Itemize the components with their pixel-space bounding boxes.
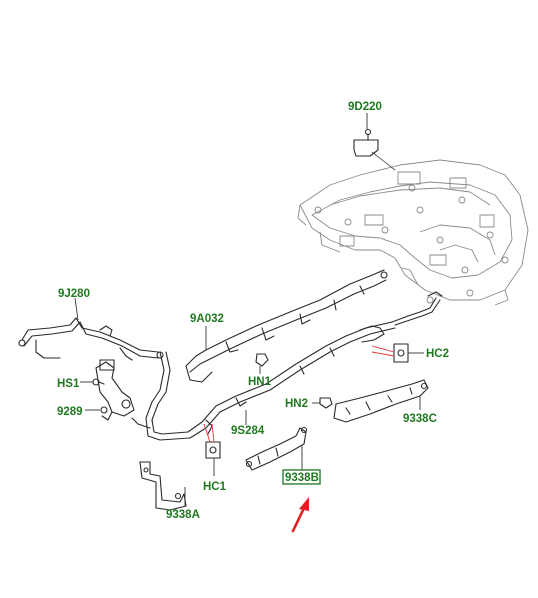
red-guide-line-hc1-b (211, 423, 215, 443)
label-hs1: HS1 (57, 378, 80, 390)
part-hs1-screw (92, 378, 105, 386)
part-hn2-nut (319, 397, 333, 409)
label-9s284: 9S284 (231, 425, 265, 437)
part-9338c-bracket (333, 379, 429, 423)
part-9289-valve (95, 359, 135, 421)
red-guide-line-hc1-a (203, 423, 211, 443)
label-9338a: 9338A (166, 509, 200, 521)
label-hc2: HC2 (426, 348, 449, 360)
label-9338c: 9338C (403, 413, 437, 425)
part-9338a-bracket (139, 461, 187, 511)
label-9d220: 9D220 (348, 101, 382, 113)
label-9j280: 9J280 (58, 288, 90, 300)
label-hn2: HN2 (285, 398, 308, 410)
label-9338b: 9338B (285, 472, 319, 484)
label-9a032: 9A032 (190, 313, 224, 325)
part-hc2-clip (393, 343, 409, 363)
part-hc1-clip (205, 441, 221, 459)
leader-9j280 (74, 297, 79, 321)
label-hc1: HC1 (203, 481, 227, 493)
part-9d220-bracket (353, 128, 396, 171)
part-9338b-bracket (245, 426, 308, 471)
label-hn1: HN1 (248, 376, 272, 388)
red-guide-line-hc2-a (371, 345, 395, 353)
red-guide-line-hc2-b (371, 351, 395, 357)
fuel-tank-drawing (297, 159, 529, 306)
part-9a032-rail (185, 269, 388, 383)
highlight-box-9338b (282, 469, 321, 485)
part-9s284-pipe (131, 291, 443, 441)
red-pointer-arrow-icon (291, 497, 309, 533)
part-hn1-nut (255, 353, 269, 367)
part-9j280-hose (18, 317, 164, 361)
label-9289: 9289 (57, 406, 83, 418)
